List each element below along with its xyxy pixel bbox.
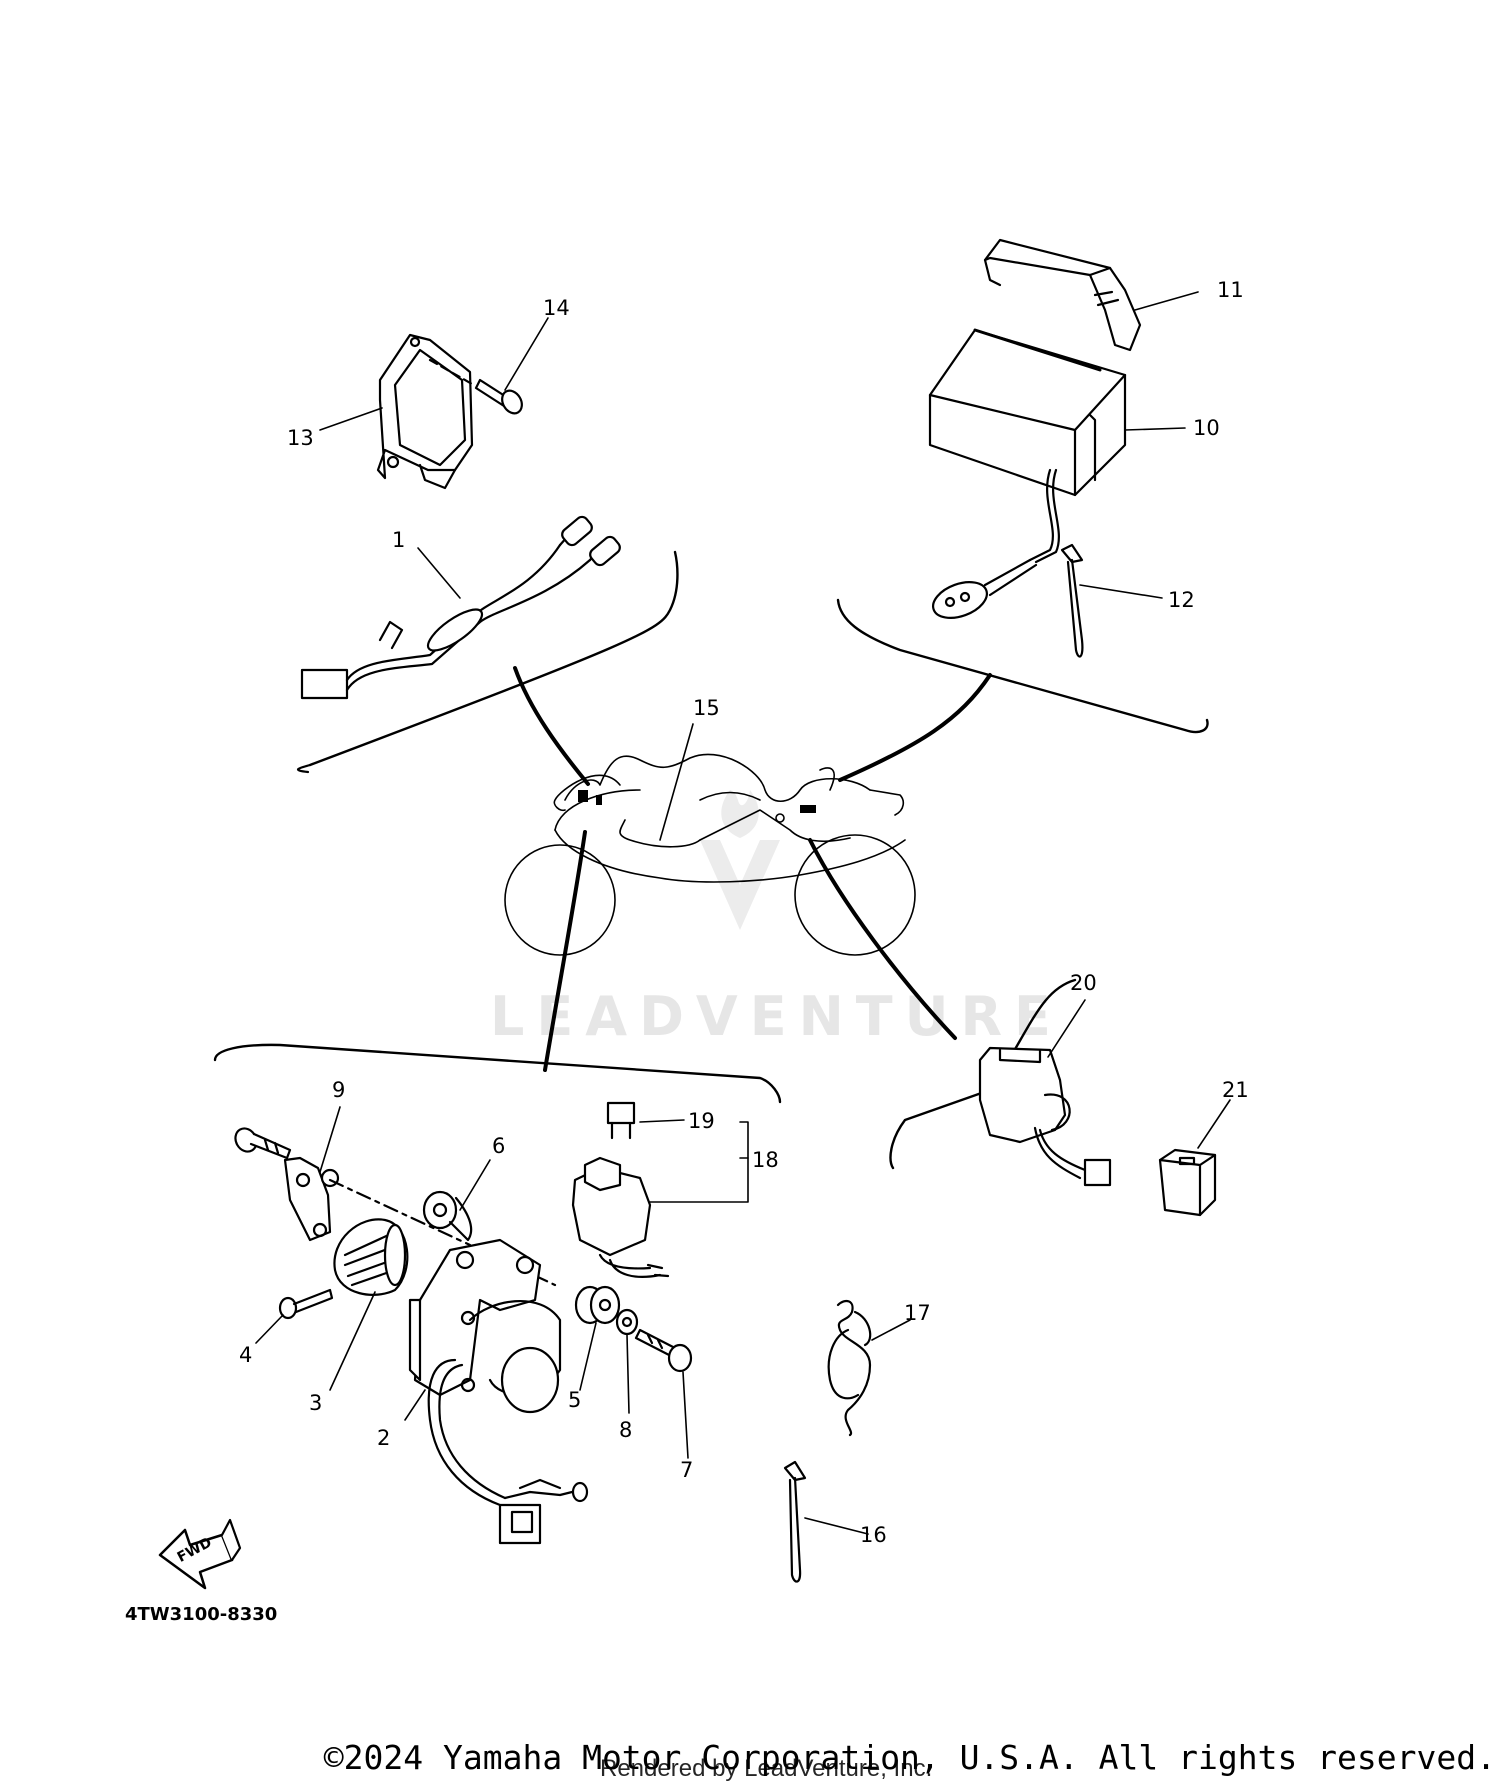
callout-18: 18 bbox=[752, 1148, 779, 1172]
part-5-grommet bbox=[574, 1285, 621, 1325]
callout-2: 2 bbox=[377, 1426, 390, 1450]
callout-16: 16 bbox=[860, 1523, 887, 1547]
region-leaders bbox=[513, 666, 992, 1072]
part-2-starter-relay bbox=[408, 1238, 589, 1545]
callout-1: 1 bbox=[392, 528, 405, 552]
callout-19: 19 bbox=[688, 1109, 715, 1133]
callout-leaders bbox=[255, 291, 1231, 1535]
part-17-clamp bbox=[827, 1299, 872, 1437]
leadventure-watermark: LEADVENTURE bbox=[490, 790, 1063, 1048]
motorcycle-silhouette bbox=[504, 753, 916, 956]
bolt-top-left bbox=[234, 1127, 292, 1160]
part-8-washer bbox=[615, 1308, 639, 1336]
callout-12: 12 bbox=[1168, 588, 1195, 612]
part-16-cable-tie bbox=[783, 1460, 807, 1583]
callout-11: 11 bbox=[1217, 278, 1244, 302]
rendered-by-note: Rendered by LeadVenture, Inc. bbox=[600, 1755, 933, 1782]
callout-labels: 1 2 3 4 5 6 7 8 9 10 11 12 13 14 15 16 1… bbox=[239, 278, 1249, 1547]
callout-21: 21 bbox=[1222, 1078, 1249, 1102]
part-14-bolt bbox=[428, 358, 523, 415]
part-code: 4TW3100-8330 bbox=[125, 1604, 277, 1625]
callout-20: 20 bbox=[1070, 971, 1097, 995]
part-13-regulator bbox=[376, 333, 474, 490]
callout-10: 10 bbox=[1193, 416, 1220, 440]
callout-3: 3 bbox=[309, 1391, 322, 1415]
callout-14: 14 bbox=[543, 296, 570, 320]
part-7-bolt bbox=[634, 1328, 693, 1373]
part-6-collar bbox=[422, 1190, 473, 1242]
part-19-fuse bbox=[606, 1101, 636, 1140]
fwd-arrow bbox=[158, 1518, 242, 1590]
part-12-cable-tie bbox=[1060, 543, 1084, 658]
part-9-bracket bbox=[283, 1156, 340, 1242]
callout-5: 5 bbox=[568, 1388, 581, 1412]
part-4-screw bbox=[278, 1288, 334, 1320]
part-11-battery-band bbox=[983, 238, 1142, 352]
part-21-relay bbox=[1158, 1148, 1217, 1217]
callout-13: 13 bbox=[287, 426, 314, 450]
callout-8: 8 bbox=[619, 1418, 632, 1442]
part-1-wire-harness bbox=[300, 515, 621, 700]
callout-6: 6 bbox=[492, 1134, 505, 1158]
callout-9: 9 bbox=[332, 1078, 345, 1102]
part-18-fuse-box bbox=[571, 1156, 670, 1278]
callout-4: 4 bbox=[239, 1343, 252, 1367]
watermark-text: LEADVENTURE bbox=[490, 985, 1063, 1048]
callout-7: 7 bbox=[680, 1458, 693, 1482]
callout-15: 15 bbox=[693, 696, 720, 720]
part-10-battery bbox=[928, 328, 1127, 619]
part-20-relay-unit bbox=[978, 1046, 1112, 1187]
copyright-notice: ©2024 Yamaha Motor Corporation, U.S.A. A… bbox=[323, 1738, 1496, 1777]
part-3-damper bbox=[333, 1218, 409, 1296]
callout-17: 17 bbox=[904, 1301, 931, 1325]
